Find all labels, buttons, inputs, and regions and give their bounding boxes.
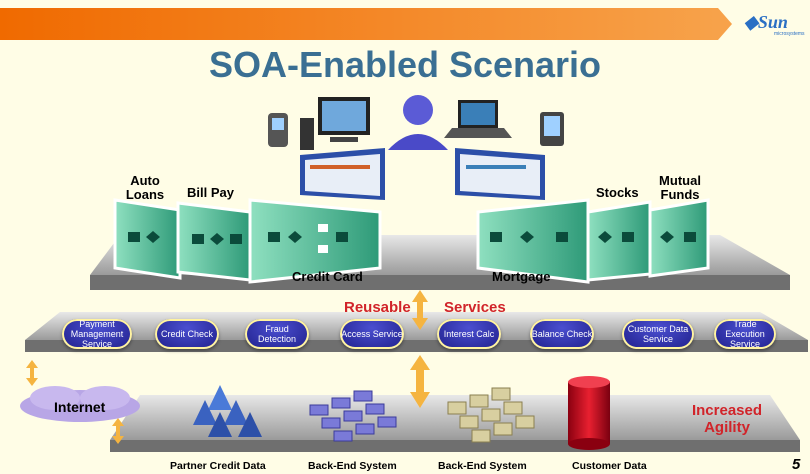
sun-logo-icon: ◆ bbox=[744, 12, 758, 32]
label-back-end-system-2: Back-End System bbox=[438, 460, 527, 472]
service-credit-check: Credit Check bbox=[155, 319, 219, 349]
service-fraud-detection: Fraud Detection bbox=[245, 319, 309, 349]
services-platform bbox=[25, 312, 808, 340]
browser-window-left bbox=[300, 148, 385, 200]
increased-agility-label: Increased Agility bbox=[691, 402, 763, 436]
page-title: SOA-Enabled Scenario bbox=[208, 44, 602, 85]
service-customer-data-service: Customer Data Service bbox=[622, 319, 694, 349]
service-access-service: Access Service bbox=[340, 319, 404, 349]
back-end-system-blue-icon bbox=[309, 390, 397, 442]
browser-window-right bbox=[455, 148, 545, 200]
partner-credit-data-icon bbox=[193, 385, 262, 437]
panel-bill-pay bbox=[176, 201, 252, 282]
reusable-label: Reusable bbox=[344, 299, 411, 316]
label-mortgage: Mortgage bbox=[492, 269, 551, 284]
internet-label: Internet bbox=[54, 399, 106, 415]
vertical-arrow-internet-top bbox=[26, 360, 38, 386]
back-end-system-tan-icon bbox=[447, 387, 535, 443]
label-mutual-funds: Mutual Funds bbox=[659, 173, 701, 202]
panel-stocks bbox=[586, 200, 652, 282]
panel-mutual-funds bbox=[648, 198, 710, 278]
label-bill-pay: Bill Pay bbox=[187, 185, 234, 200]
pda-icon bbox=[540, 112, 564, 146]
vertical-arrow-backend bbox=[410, 355, 430, 408]
label-credit-card: Credit Card bbox=[292, 269, 363, 284]
laptop-icon bbox=[444, 100, 512, 138]
header-bar bbox=[0, 8, 718, 40]
user-icon bbox=[388, 95, 448, 150]
vertical-arrow-services bbox=[412, 290, 428, 330]
panel-auto-loans bbox=[113, 198, 182, 280]
customer-data-database-icon bbox=[568, 376, 610, 450]
service-balance-check: Balance Check bbox=[530, 319, 594, 349]
page-number: 5 bbox=[792, 456, 801, 473]
backend-platform bbox=[110, 395, 800, 440]
header-bar-cap bbox=[718, 8, 732, 40]
sun-logo: ◆Sun bbox=[744, 12, 788, 33]
logo-subtext: microsystems bbox=[774, 31, 805, 37]
service-trade-execution: Trade Execution Service bbox=[714, 319, 776, 349]
services-label: Services bbox=[444, 299, 506, 316]
label-customer-data: Customer Data bbox=[572, 460, 647, 472]
panel-mortgage bbox=[476, 198, 590, 284]
service-payment-management: Payment Management Service bbox=[62, 319, 132, 349]
panel-credit-card bbox=[248, 198, 382, 284]
mobile-phone-icon bbox=[268, 113, 288, 147]
desktop-computer-icon bbox=[300, 97, 370, 150]
label-stocks: Stocks bbox=[596, 185, 639, 200]
label-auto-loans: Auto Loans bbox=[125, 173, 165, 202]
service-interest-calc: Interest Calc bbox=[437, 319, 501, 349]
label-partner-credit-data: Partner Credit Data bbox=[170, 460, 266, 472]
label-back-end-system-1: Back-End System bbox=[308, 460, 397, 472]
logo-text: Sun bbox=[757, 12, 788, 32]
internet-cloud-icon bbox=[20, 386, 140, 422]
vertical-arrow-internet-bottom bbox=[112, 418, 124, 444]
